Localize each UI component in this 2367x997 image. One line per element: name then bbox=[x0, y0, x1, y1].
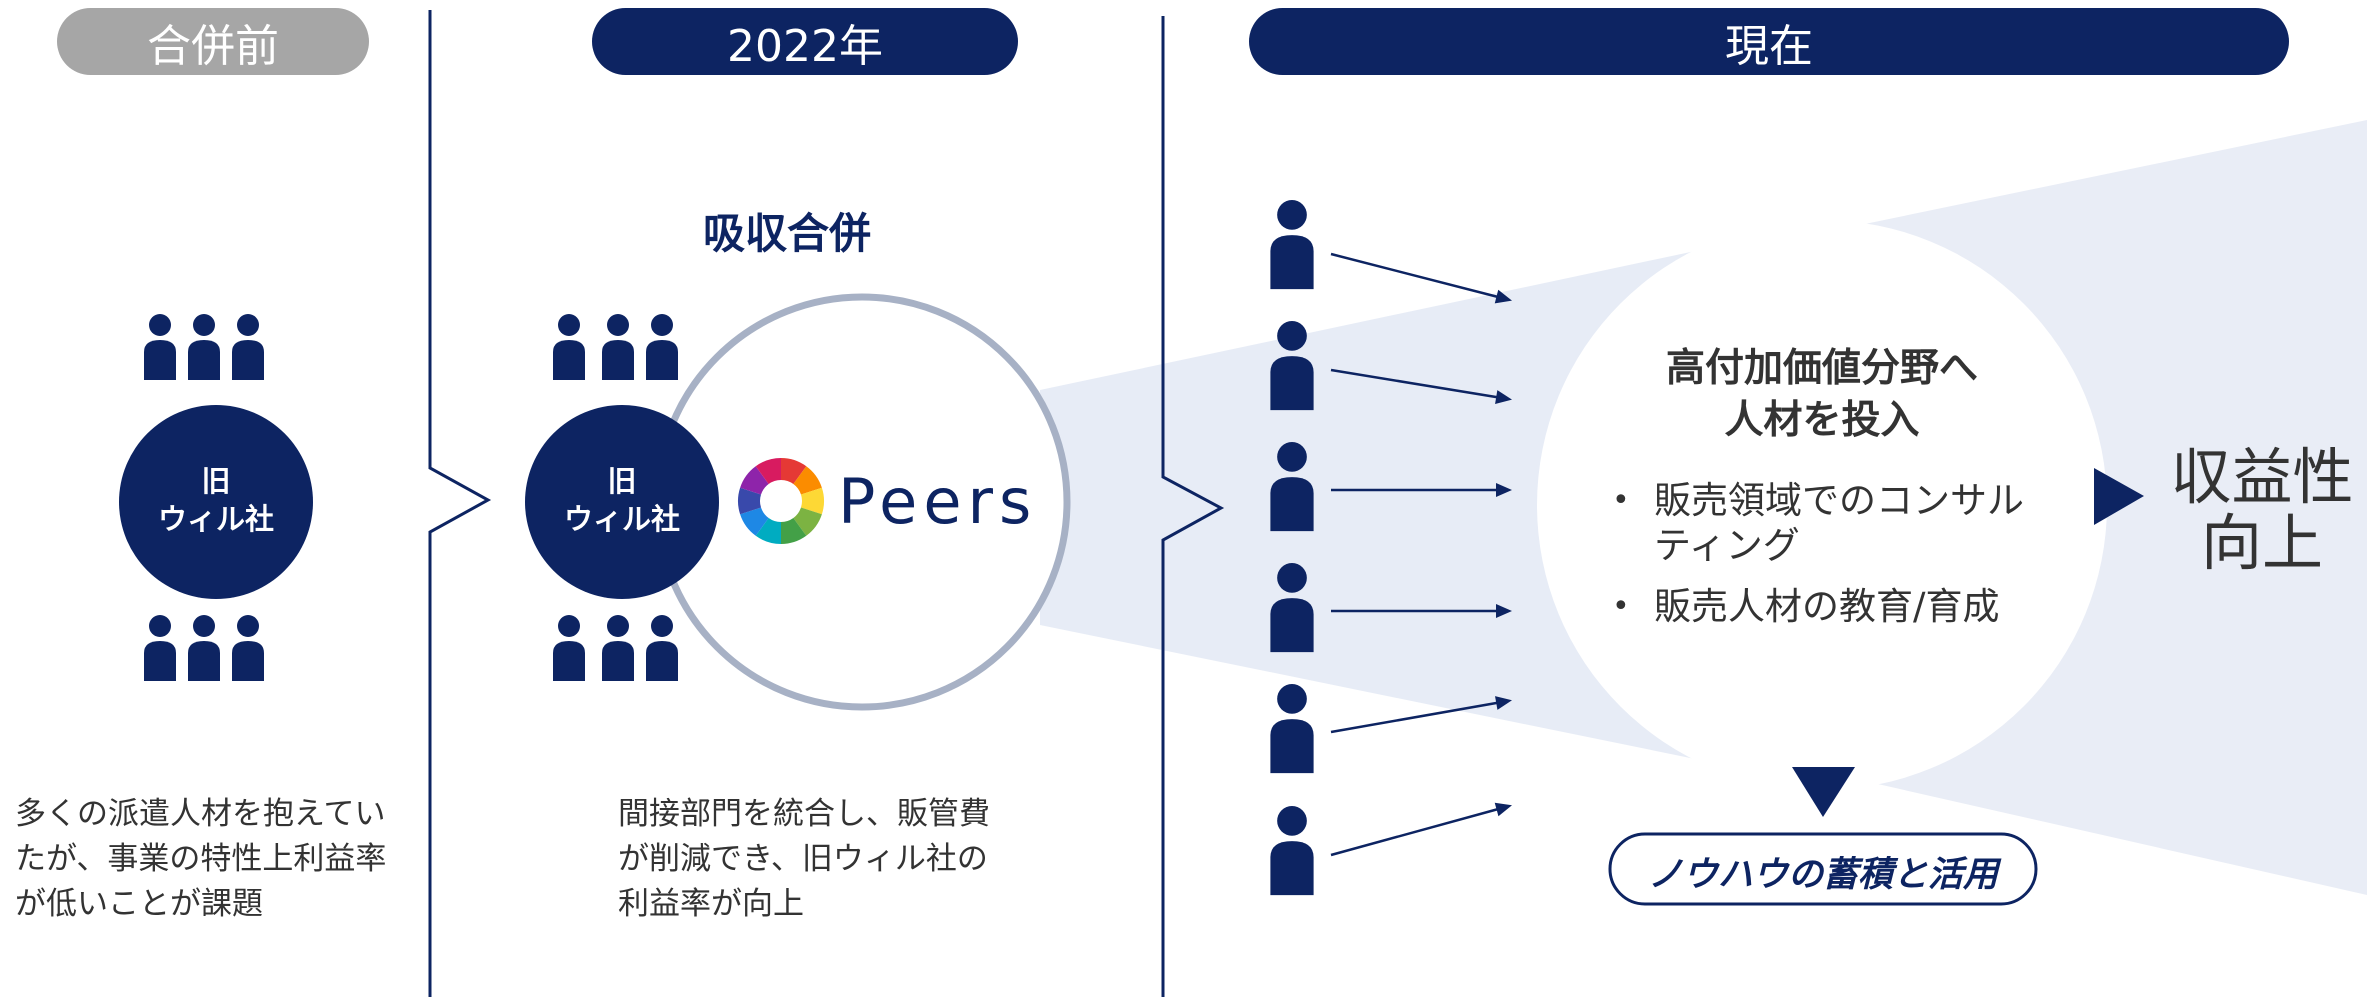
peers-logo-text: Peers bbox=[838, 465, 1038, 538]
person-icon bbox=[602, 615, 634, 681]
old-will-label-line2: ウィル社 bbox=[157, 502, 274, 536]
divider-left bbox=[428, 10, 492, 997]
staff-person-icon bbox=[1270, 684, 1314, 774]
present-heading-line1: 高付加価値分野へ bbox=[1665, 346, 1978, 391]
result-label-line2: 向上 bbox=[2200, 508, 2323, 579]
old-will-circle bbox=[119, 405, 313, 599]
stage-2022-pill: 2022年 bbox=[592, 8, 1018, 75]
arrowhead-icon bbox=[1494, 802, 1512, 817]
person-icon bbox=[232, 615, 264, 681]
arrow-right-icon bbox=[1330, 806, 1503, 857]
staff-person-icon bbox=[1270, 321, 1314, 411]
arrowhead-icon bbox=[1496, 604, 1512, 618]
arrowhead-icon bbox=[1494, 289, 1512, 304]
person-icon bbox=[144, 314, 176, 380]
staff-person-icon bbox=[1270, 806, 1314, 896]
merger-description: 間接部門を統合し、販管費が削減でき、旧ウィル社の利益率が向上 bbox=[618, 796, 990, 922]
merged-will-circle bbox=[525, 405, 719, 599]
person-icon bbox=[646, 314, 678, 380]
arrowhead-icon bbox=[1496, 483, 1512, 497]
arrow-right-icon bbox=[1330, 252, 1503, 300]
person-icon bbox=[188, 615, 220, 681]
person-icon bbox=[602, 314, 634, 380]
stage-before-label: 合併前 bbox=[147, 20, 279, 72]
staff-person-icon bbox=[1270, 200, 1314, 290]
divider-right bbox=[1161, 16, 1225, 997]
stage-2022-label: 2022年 bbox=[727, 20, 883, 72]
triangle-down-icon bbox=[1792, 767, 1855, 817]
person-icon bbox=[188, 314, 220, 380]
present-heading: 高付加価値分野へ 人材を投入 bbox=[1620, 343, 2024, 447]
arrow-right-icon bbox=[1330, 368, 1503, 400]
result-label-line1: 収益性 bbox=[2170, 442, 2354, 513]
bullet-item: 販売人材の教育/育成 bbox=[1612, 584, 2032, 629]
arrowhead-icon bbox=[1495, 390, 1512, 404]
merged-will-label-line1: 旧 bbox=[607, 464, 637, 498]
bullet-item: 販売領域でのコンサルティング bbox=[1612, 478, 2032, 568]
knowhow-label: ノウハウの蓄積と活用 bbox=[1647, 855, 1998, 895]
person-icon bbox=[232, 314, 264, 380]
stage-present-label: 現在 bbox=[1725, 20, 1813, 72]
staff-person-icon bbox=[1270, 442, 1314, 532]
merged-will-label-line2: ウィル社 bbox=[563, 502, 680, 536]
triangle-right-icon bbox=[2094, 468, 2144, 525]
person-icon bbox=[553, 314, 585, 380]
person-icon bbox=[553, 615, 585, 681]
old-will-label: 旧 ウィル社 bbox=[119, 462, 313, 538]
merged-will-label: 旧 ウィル社 bbox=[525, 462, 719, 538]
staff-person-icon bbox=[1270, 563, 1314, 653]
peers-logo-icon bbox=[738, 458, 824, 544]
before-description: 多くの派遣人材を抱えていたが、事業の特性上利益率が低いことが課題 bbox=[15, 796, 387, 922]
arrowhead-icon bbox=[1495, 696, 1512, 710]
result-label: 収益性 向上 bbox=[2162, 445, 2362, 577]
knowhow-pill bbox=[1608, 832, 2038, 906]
old-will-label-line1: 旧 bbox=[201, 464, 231, 498]
person-icon bbox=[144, 615, 176, 681]
present-heading-line2: 人材を投入 bbox=[1724, 398, 1920, 443]
merger-heading: 吸収合併 bbox=[703, 209, 872, 258]
present-bullet-list: 販売領域でのコンサルティング 販売人材の教育/育成 bbox=[1612, 478, 2032, 645]
person-icon bbox=[646, 615, 678, 681]
stage-present-pill: 現在 bbox=[1249, 8, 2289, 75]
beam-2022 bbox=[1040, 250, 1700, 760]
stage-before-pill: 合併前 bbox=[57, 8, 369, 75]
arrow-right-icon bbox=[1330, 700, 1503, 734]
